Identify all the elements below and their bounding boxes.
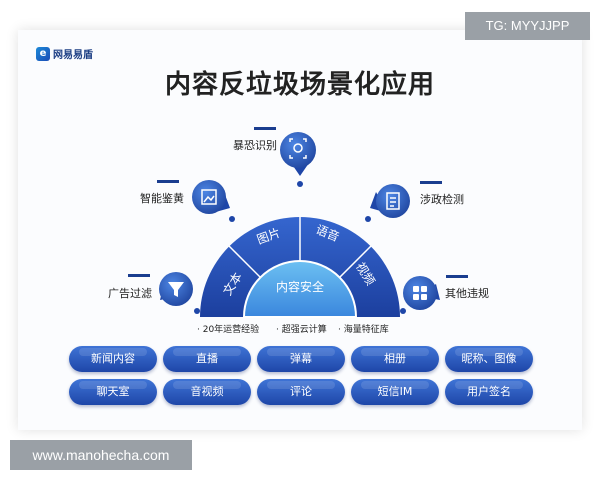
pin-politics-detection — [365, 184, 410, 222]
capability-label-terror-detection: 暴恐识别 — [233, 139, 277, 152]
scenario-chip: 弹幕 — [257, 346, 345, 372]
image-scan-icon — [201, 189, 217, 205]
brand-logo-icon: e — [36, 46, 50, 61]
feature-item: · 海量特征库 — [338, 325, 389, 335]
pin-other-violations — [400, 276, 440, 314]
scenario-chip: 直播 — [163, 346, 251, 372]
scenario-chip: 昵称、图像 — [445, 346, 533, 372]
capability-label-politics-detection: 涉政检测 — [420, 193, 464, 206]
pin-ad-filter — [159, 272, 200, 314]
label-dash — [157, 180, 179, 183]
scenario-chip: 新闻内容 — [69, 346, 157, 372]
scenario-chip: 用户签名 — [445, 379, 533, 405]
hub-core — [242, 260, 358, 318]
label-dash — [446, 275, 468, 278]
scenario-chip: 评论 — [257, 379, 345, 405]
face-scan-icon — [289, 138, 307, 159]
feature-item: · 超强云计算 — [276, 325, 327, 335]
grid-icon — [413, 286, 427, 300]
label-dash — [420, 181, 442, 184]
feature-item: · 20年运营经验 — [197, 325, 260, 335]
scenario-chip: 聊天室 — [69, 379, 157, 405]
brand-logo: e 网易易盾 — [36, 46, 93, 61]
scenario-chip: 音视频 — [163, 379, 251, 405]
scenario-chip: 短信IM — [351, 379, 439, 405]
hub-center-label: 内容安全 — [276, 279, 324, 294]
page-title: 内容反垃圾场景化应用 — [164, 70, 435, 100]
document-icon — [386, 192, 400, 210]
brand-logo-text: 网易易盾 — [53, 50, 93, 61]
pin-terror-detection — [280, 132, 316, 187]
pin-porn-detection — [192, 180, 235, 222]
watermark-site: www.manohecha.com — [10, 440, 192, 470]
capability-label-porn-detection: 智能鉴黄 — [140, 192, 184, 205]
scenario-chip: 相册 — [351, 346, 439, 372]
label-dash — [128, 274, 150, 277]
label-dash — [254, 127, 276, 130]
funnel-icon — [168, 282, 184, 297]
watermark-tg: TG: MYYJJPP — [465, 12, 590, 40]
capability-label-other-violations: 其他违规 — [445, 287, 489, 300]
capability-label-ad-filter: 广告过滤 — [108, 287, 152, 300]
